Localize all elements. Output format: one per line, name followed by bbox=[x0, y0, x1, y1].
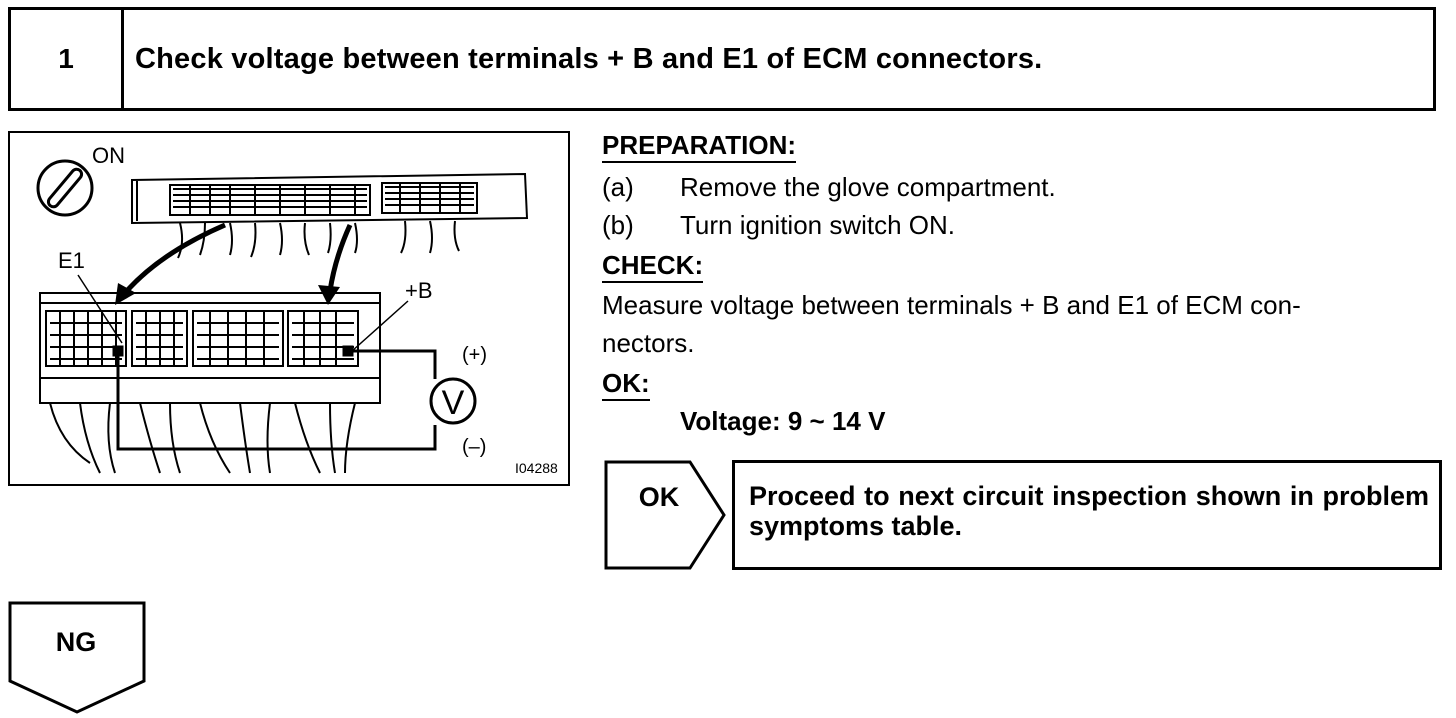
prep-marker-a: (a) bbox=[602, 172, 634, 202]
step-header: 1 Check voltage between terminals + B an… bbox=[8, 7, 1436, 111]
ignition-switch-icon bbox=[36, 159, 94, 217]
voltmeter-circuit bbox=[112, 345, 437, 451]
ng-tag-label: NG bbox=[55, 627, 97, 657]
voltmeter-icon: V bbox=[429, 377, 477, 425]
ok-pentagon-shape bbox=[604, 460, 726, 570]
label-negative: (–) bbox=[462, 436, 486, 458]
ecm-unit bbox=[131, 172, 529, 259]
connector-block bbox=[39, 292, 381, 474]
pointer-arrows bbox=[115, 222, 353, 305]
check-heading: CHECK: bbox=[602, 250, 704, 283]
ok-result-box: Proceed to next circuit inspection shown… bbox=[732, 460, 1442, 570]
prep-step-b: Turn ignition switch ON. bbox=[680, 210, 956, 240]
check-line-2: nectors. bbox=[602, 328, 695, 358]
ecm-diagram: ON bbox=[36, 143, 558, 476]
prep-marker-b: (b) bbox=[602, 210, 634, 240]
label-plus-b: +B bbox=[405, 278, 433, 303]
ok-branch-tag: OK bbox=[604, 460, 726, 570]
check-line-1: Measure voltage between terminals + B an… bbox=[602, 290, 1301, 320]
step-title: Check voltage between terminals + B and … bbox=[135, 42, 1043, 75]
step-number: 1 bbox=[11, 10, 124, 108]
meter-symbol: V bbox=[442, 384, 465, 422]
ok-heading: OK: bbox=[602, 368, 650, 401]
ok-tag-label: OK bbox=[638, 482, 680, 512]
figure-id: I04288 bbox=[515, 460, 558, 476]
label-e1: E1 bbox=[58, 248, 85, 273]
preparation-heading: PREPARATION: bbox=[602, 130, 797, 163]
label-on: ON bbox=[92, 143, 125, 168]
ng-branch-tag: NG bbox=[8, 601, 146, 714]
label-positive: (+) bbox=[462, 344, 487, 366]
ok-spec-value: Voltage: 9 ~ 14 V bbox=[680, 406, 886, 436]
prep-step-a: Remove the glove compartment. bbox=[680, 172, 1056, 202]
ng-pentagon-shape bbox=[8, 601, 146, 714]
ecm-connector-illustration: ON bbox=[8, 131, 570, 486]
